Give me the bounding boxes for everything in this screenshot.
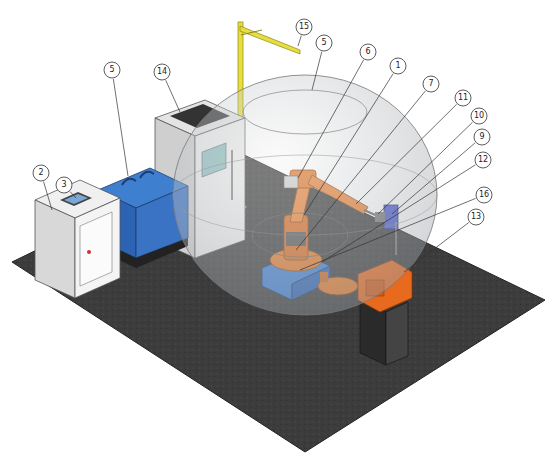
callout-number: 10 <box>471 108 487 124</box>
leader-line <box>378 122 473 214</box>
callout-circle <box>296 19 312 35</box>
leader-lines <box>44 36 476 272</box>
leader-line <box>404 222 469 272</box>
callout-circle <box>474 129 490 145</box>
callout-circles <box>33 19 492 225</box>
callout-number: 16 <box>476 187 492 203</box>
callout-circle <box>475 152 491 168</box>
callout-circle <box>476 187 492 203</box>
callout-circle <box>471 108 487 124</box>
callout-circle <box>360 44 376 60</box>
callout-circle <box>104 62 120 78</box>
leader-line <box>166 80 180 112</box>
touch-panel <box>60 192 92 206</box>
leader-line <box>70 192 76 198</box>
leader-line <box>322 165 475 262</box>
callout-circle <box>33 165 49 181</box>
leader-line <box>113 79 128 176</box>
callout-circle <box>56 177 72 193</box>
callout-number: 9 <box>474 129 490 145</box>
callout-number: 5 <box>104 62 120 78</box>
leader-line <box>304 74 393 215</box>
callout-circle <box>423 76 439 92</box>
callout-number: 7 <box>423 76 439 92</box>
callout-number: 5 <box>316 35 332 51</box>
leader-line <box>298 60 364 178</box>
callout-number: 1 <box>390 58 406 74</box>
callout-number: 11 <box>455 90 471 106</box>
callout-number: 3 <box>56 177 72 193</box>
callout-number: 13 <box>468 209 484 225</box>
callout-number: 15 <box>296 19 312 35</box>
leader-line <box>44 182 52 210</box>
leader-line <box>356 104 457 204</box>
leader-line <box>300 198 476 270</box>
callout-number: 12 <box>475 152 491 168</box>
callout-circle <box>316 35 332 51</box>
callout-number: 2 <box>33 165 49 181</box>
callout-circle <box>455 90 471 106</box>
leader-line <box>312 52 322 90</box>
leader-line <box>298 36 301 46</box>
callout-circle <box>390 58 406 74</box>
callout-circle <box>154 64 170 80</box>
leader-line <box>296 91 425 250</box>
callout-number: 6 <box>360 44 376 60</box>
callout-number: 14 <box>154 64 170 80</box>
wire-feeder-cabinet <box>35 180 120 298</box>
callout-circle <box>468 209 484 225</box>
